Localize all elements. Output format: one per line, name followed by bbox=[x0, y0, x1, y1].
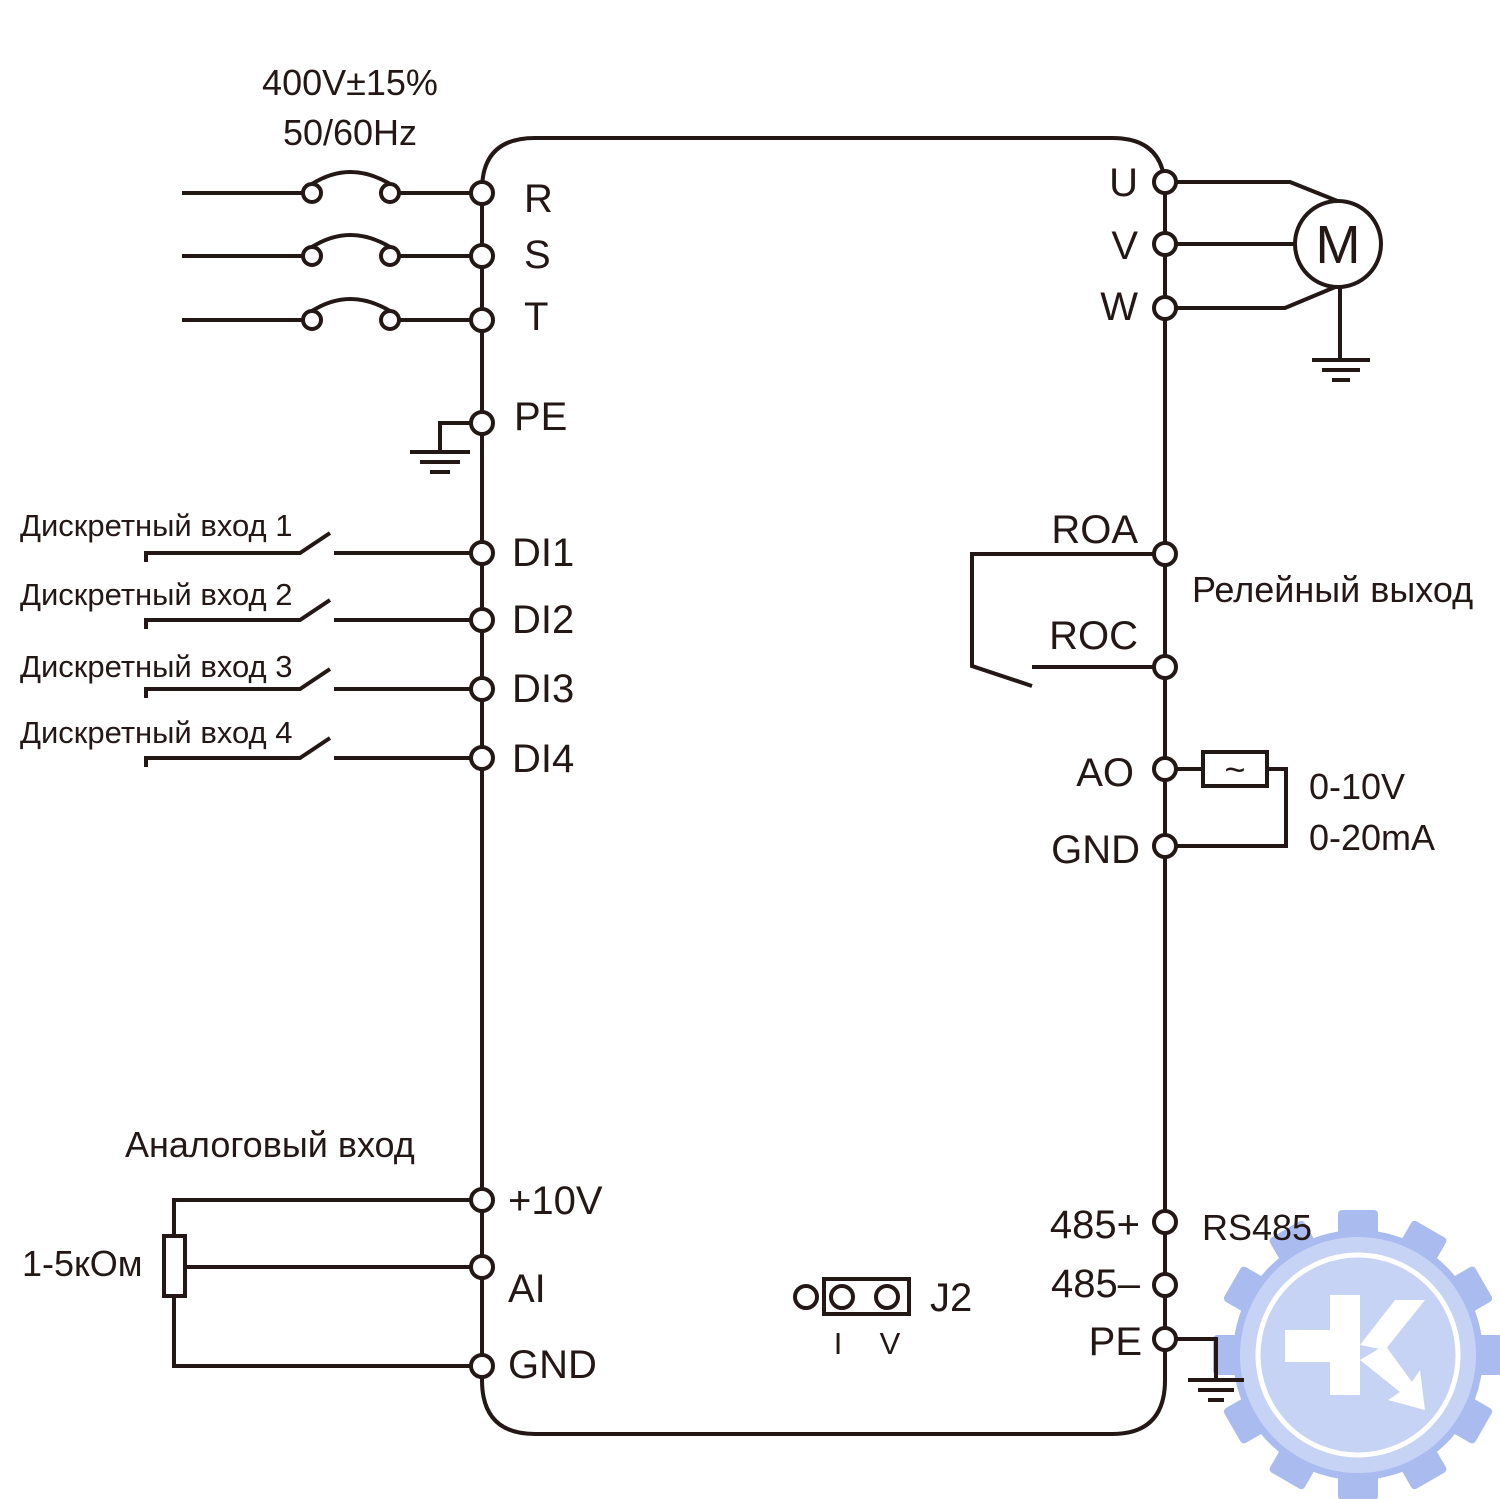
analog-output-wiring bbox=[1175, 750, 1288, 848]
terminal-s bbox=[469, 243, 495, 269]
label-di3: DI3 bbox=[512, 667, 574, 711]
label-pe-right: PE bbox=[1089, 1320, 1142, 1364]
power-input-wiring bbox=[182, 170, 472, 331]
terminal-di1 bbox=[469, 540, 495, 566]
terminal-t bbox=[469, 307, 495, 333]
label-ao: AO bbox=[1076, 751, 1134, 795]
terminal-485-plus bbox=[1152, 1209, 1178, 1235]
motor-symbol: M bbox=[1316, 215, 1361, 275]
terminal-roc bbox=[1152, 654, 1178, 680]
potentiometer-wiring bbox=[162, 1198, 472, 1368]
terminal-485-minus bbox=[1152, 1272, 1178, 1298]
ao-range-ma: 0-20mA bbox=[1309, 817, 1435, 858]
rs485-pe-ground-icon bbox=[1175, 1337, 1244, 1402]
terminal-di2 bbox=[469, 607, 495, 633]
terminal-pe-left bbox=[469, 410, 495, 436]
supply-voltage: 400V±15% bbox=[262, 62, 438, 103]
label-pe-left: PE bbox=[514, 395, 567, 439]
label-ai: AI bbox=[508, 1267, 546, 1311]
label-di4: DI4 bbox=[512, 737, 574, 781]
terminal-roa bbox=[1152, 541, 1178, 567]
terminal-ai bbox=[469, 1254, 495, 1280]
terminal-r bbox=[469, 180, 495, 206]
label-v: V bbox=[1111, 224, 1138, 268]
ac-source-icon: ~ bbox=[1224, 749, 1245, 790]
rs485-label: RS485 bbox=[1202, 1207, 1312, 1248]
label-u: U bbox=[1109, 161, 1138, 205]
terminal-w bbox=[1152, 295, 1178, 321]
label-gnd-ai: GND bbox=[508, 1343, 597, 1387]
label-di2: DI2 bbox=[512, 598, 574, 642]
terminal-gnd-ai bbox=[469, 1353, 495, 1379]
jumper-j2: J2 I V bbox=[793, 1276, 972, 1361]
terminal-plus10v bbox=[469, 1187, 495, 1213]
label-gnd-ao: GND bbox=[1051, 828, 1140, 872]
label-s: S bbox=[524, 233, 551, 277]
analog-input-label: Аналоговый вход bbox=[125, 1124, 415, 1165]
label-t: T bbox=[524, 295, 548, 339]
di2-label: Дискретный вход 2 bbox=[20, 577, 292, 612]
di3-label: Дискретный вход 3 bbox=[20, 649, 292, 684]
label-r: R bbox=[524, 177, 553, 221]
potentiometer-label: 1-5кОм bbox=[22, 1243, 143, 1284]
label-w: W bbox=[1100, 285, 1138, 329]
terminal-v bbox=[1152, 231, 1178, 257]
terminal-u bbox=[1152, 169, 1178, 195]
logo-watermark bbox=[1213, 1210, 1500, 1499]
label-485-plus: 485+ bbox=[1050, 1203, 1140, 1247]
terminal-gnd-ao bbox=[1152, 833, 1178, 859]
inverter-body bbox=[480, 136, 1167, 1436]
terminal-di3 bbox=[469, 676, 495, 702]
motor-wiring bbox=[1175, 180, 1370, 382]
motor-icon bbox=[1293, 199, 1383, 289]
logo-k-icon bbox=[1285, 1295, 1425, 1410]
di1-label: Дискретный вход 1 bbox=[20, 508, 292, 543]
jumper-v: V bbox=[880, 1326, 901, 1361]
terminal-di4 bbox=[469, 745, 495, 771]
relay-output-label: Релейный выход bbox=[1192, 569, 1473, 610]
label-plus10v: +10V bbox=[508, 1179, 603, 1223]
label-di1: DI1 bbox=[512, 531, 574, 575]
jumper-i: I bbox=[834, 1326, 843, 1361]
terminal-ao bbox=[1152, 756, 1178, 782]
pe-left-ground-icon bbox=[410, 421, 472, 474]
digital-inputs: Дискретный вход 1 Дискретный вход 2 Диск… bbox=[20, 508, 472, 767]
di4-label: Дискретный вход 4 bbox=[20, 715, 292, 750]
supply-frequency: 50/60Hz bbox=[283, 112, 417, 153]
label-roc: ROC bbox=[1049, 614, 1138, 658]
label-485-minus: 485– bbox=[1051, 1262, 1141, 1306]
ao-range-v: 0-10V bbox=[1309, 766, 1405, 807]
label-roa: ROA bbox=[1051, 508, 1138, 552]
jumper-name: J2 bbox=[930, 1276, 972, 1320]
relay-wiring bbox=[970, 552, 1155, 688]
terminal-pe-right bbox=[1152, 1326, 1178, 1352]
